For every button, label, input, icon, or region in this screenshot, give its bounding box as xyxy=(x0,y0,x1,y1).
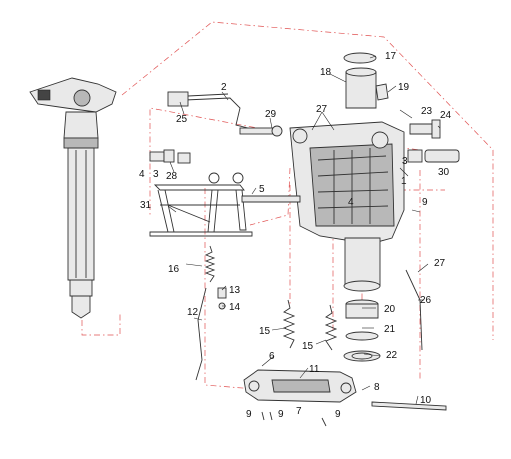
label-part-10: 10 xyxy=(420,395,432,406)
label-part-15-a: 15 xyxy=(259,326,271,337)
part-labels: 1 2 3 3 4 4 5 6 7 8 9 9 9 9 10 11 12 13 … xyxy=(139,51,452,420)
label-part-5: 5 xyxy=(259,184,265,195)
shaft-part-5 xyxy=(241,195,301,203)
rod-part-12 xyxy=(195,287,207,381)
label-part-1: 1 xyxy=(401,176,407,187)
spring-part-15-left xyxy=(282,299,296,349)
label-part-27-a: 27 xyxy=(316,104,328,115)
swivel-shaft-assembly xyxy=(29,77,117,319)
pin-part-30 xyxy=(407,149,460,163)
label-part-12: 12 xyxy=(187,307,199,318)
spring-part-16 xyxy=(204,245,216,283)
label-part-4-b: 4 xyxy=(348,197,354,208)
label-part-14: 14 xyxy=(229,302,241,313)
label-part-28: 28 xyxy=(166,171,178,182)
label-part-22: 22 xyxy=(386,350,398,361)
label-part-19: 19 xyxy=(398,82,410,93)
label-part-29: 29 xyxy=(265,109,277,120)
label-part-17: 17 xyxy=(385,51,397,62)
bushing-part-20-21-22 xyxy=(343,299,381,362)
label-part-4-a: 4 xyxy=(139,169,145,180)
label-part-15-b: 15 xyxy=(302,341,314,352)
label-part-13: 13 xyxy=(229,285,241,296)
label-part-9-c: 9 xyxy=(278,409,284,420)
label-part-6: 6 xyxy=(269,351,275,362)
label-part-23: 23 xyxy=(421,106,433,117)
main-bracket-part-1 xyxy=(289,121,405,292)
bushing-part-17-18-19 xyxy=(343,52,389,109)
label-part-8: 8 xyxy=(374,382,380,393)
label-part-27-b: 27 xyxy=(434,258,446,269)
label-part-21: 21 xyxy=(384,324,396,335)
label-part-18: 18 xyxy=(320,67,332,78)
label-part-31: 31 xyxy=(140,200,152,211)
pin-part-24-23 xyxy=(409,119,441,139)
rod-part-26 xyxy=(405,269,423,351)
label-part-11: 11 xyxy=(309,364,320,375)
label-part-3-a: 3 xyxy=(153,169,159,180)
label-part-24: 24 xyxy=(440,110,452,121)
tilt-lever-part-2 xyxy=(167,91,249,129)
leader-lines xyxy=(167,55,441,405)
label-part-7: 7 xyxy=(296,406,302,417)
label-part-2: 2 xyxy=(221,82,227,93)
label-part-20: 20 xyxy=(384,304,396,315)
tilt-frame-part-31 xyxy=(149,172,253,237)
lock-plate-part-7 xyxy=(243,369,357,403)
pins-part-3-4-28 xyxy=(149,149,191,164)
label-part-30: 30 xyxy=(438,167,450,178)
label-part-25: 25 xyxy=(176,114,188,125)
bolt-part-29 xyxy=(239,125,283,137)
label-part-16: 16 xyxy=(168,264,180,275)
label-part-3-b: 3 xyxy=(402,156,408,167)
label-part-9-a: 9 xyxy=(422,197,428,208)
pins-part-9 xyxy=(261,411,327,427)
spring-part-15-right xyxy=(324,304,338,351)
label-part-26: 26 xyxy=(420,295,432,306)
label-part-9-d: 9 xyxy=(335,409,341,420)
assembly-guide-lines xyxy=(81,21,494,396)
label-part-9-b: 9 xyxy=(246,409,252,420)
shaft-part-10 xyxy=(371,401,447,411)
